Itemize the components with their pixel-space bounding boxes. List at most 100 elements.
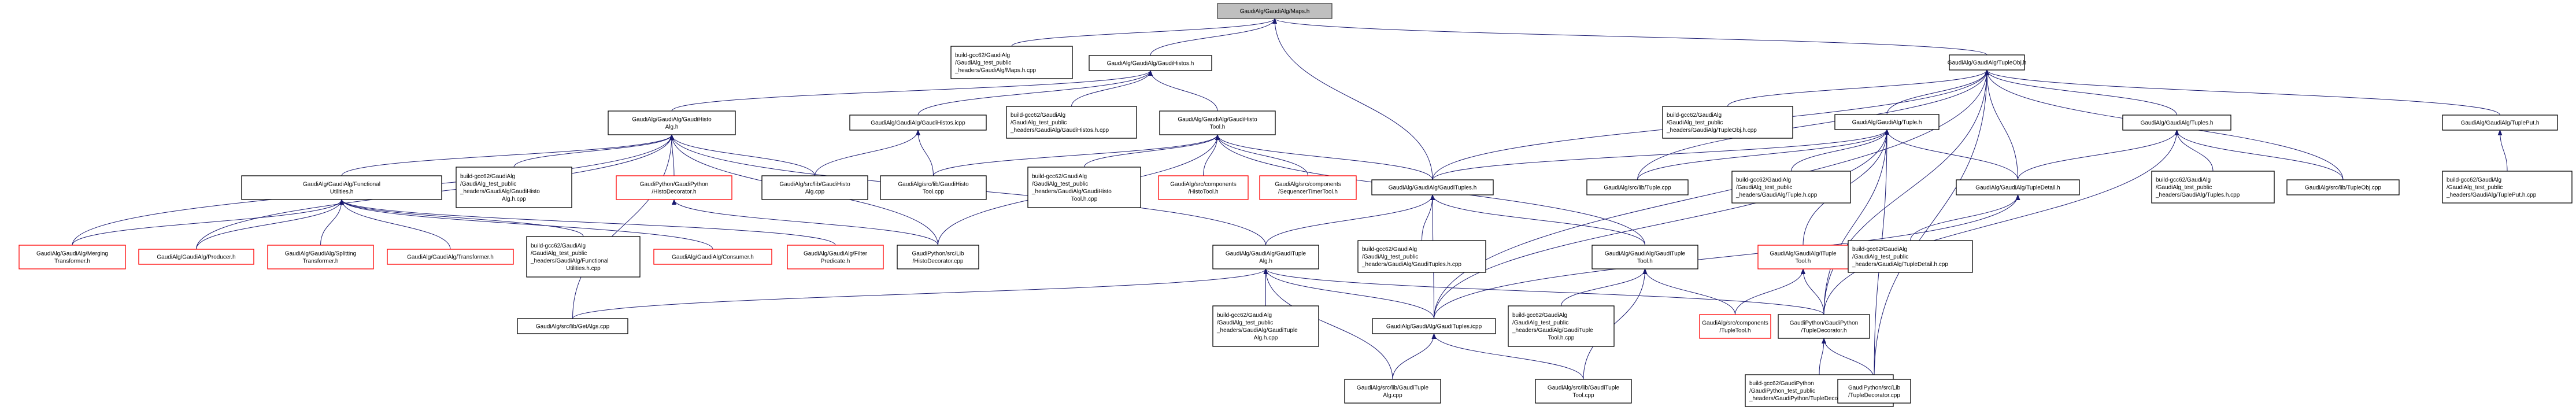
graph-node-gaudihistos-h[interactable]: GaudiAlg/GaudiAlg/GaudiHistos.h	[1089, 55, 1212, 71]
graph-node-tupledecorator-cpp[interactable]: GaudiPython/src/Lib/TupleDecorator.cpp	[1837, 379, 1911, 404]
node-label: GaudiAlg/GaudiAlg/GaudiHistos.h	[1107, 61, 1194, 67]
graph-node-consumer-h[interactable]: GaudiAlg/GaudiAlg/Consumer.h	[653, 249, 772, 265]
graph-node-tupleobj-h[interactable]: GaudiAlg/GaudiAlg/TupleObj.h	[1948, 54, 2026, 71]
dependency-edge	[1801, 268, 1824, 315]
node-box	[2442, 114, 2558, 131]
node-box	[1027, 167, 1141, 208]
dependency-edge	[1392, 333, 1437, 380]
graph-node-gaudituplealg-h-cpp[interactable]: build-gcc62/GaudiAlg/GaudiAlg_test_publi…	[1212, 305, 1319, 347]
dependency-edge	[672, 199, 938, 246]
node-label: Utilities.h.cpp	[566, 265, 601, 272]
node-label: /GaudiAlg_test_public	[1011, 120, 1067, 126]
graph-node-gaudihistoalg-h-cpp[interactable]: build-gcc62/GaudiAlg/GaudiAlg_test_publi…	[456, 167, 572, 208]
edge-arrow-splittingtransformer_h-to-functionalutilities_h	[320, 199, 344, 246]
node-label: /GaudiAlg_test_public	[2447, 184, 2503, 191]
graph-node-tuple-cpp[interactable]: GaudiAlg/src/lib/Tuple.cpp	[1586, 179, 1689, 195]
node-label: GaudiAlg/GaudiAlg/Producer.h	[157, 254, 235, 261]
node-label: _headers/GaudiAlg/Maps.h.cpp	[954, 68, 1037, 74]
edge-arrow-histotool_h-to-gaudihistotool_h	[1203, 134, 1220, 176]
graph-node-gauditupletool-h-cpp[interactable]: build-gcc62/GaudiAlg/GaudiAlg_test_publi…	[1508, 305, 1615, 347]
graph-node-tupledecorator-h[interactable]: GaudiPython/GaudiPython/TupleDecorator.h	[1778, 314, 1870, 339]
node-label: _headers/GaudiAlg/TupleObj.h.cpp	[1666, 127, 1757, 134]
graph-node-tuples-h[interactable]: GaudiAlg/GaudiAlg/Tuples.h	[2122, 114, 2231, 131]
graph-node-gaudihistotool-h-cpp[interactable]: build-gcc62/GaudiAlg/GaudiAlg_test_publi…	[1027, 167, 1141, 208]
graph-node-gaudituples-h-cpp[interactable]: build-gcc62/GaudiAlg/GaudiAlg_test_publi…	[1357, 240, 1486, 273]
edge-arrow-tupleobj_cpp-to-tuples_h	[2174, 130, 2344, 180]
dependency-edge	[1265, 194, 1435, 246]
graph-node-maps-h-cpp[interactable]: build-gcc62/GaudiAlg/GaudiAlg_test_publi…	[950, 46, 1073, 79]
dependency-edge	[1910, 194, 2020, 241]
node-label: GaudiPython/src/Lib	[912, 251, 964, 257]
edge-arrow-gauditupletool_cpp-to-gaudituples_icpp	[1431, 333, 1584, 380]
node-label: build-gcc62/GaudiAlg	[2156, 177, 2211, 183]
graph-node-gaudihistos-icpp[interactable]: GaudiAlg/GaudiAlg/GaudiHistos.icpp	[849, 114, 987, 131]
node-box	[787, 245, 884, 269]
edge-arrow-transformer_h-to-functionalutilities_h	[339, 199, 451, 250]
edge-arrow-tupledecorator_h-to-ituple_tool_h	[1801, 268, 1824, 315]
node-label: build-gcc62/GaudiAlg	[955, 53, 1010, 59]
node-layer: GaudiAlg/GaudiAlg/Maps.hbuild-gcc62/Gaud…	[18, 3, 2573, 407]
dependency-edge	[72, 199, 344, 246]
dependency-edge	[671, 70, 1153, 112]
graph-node-tupledetail-h[interactable]: GaudiAlg/GaudiAlg/TupleDetail.h	[1956, 179, 2080, 195]
graph-node-tupleobj-cpp[interactable]: GaudiAlg/src/lib/TupleObj.cpp	[2286, 179, 2400, 195]
graph-node-getalgs-cpp[interactable]: GaudiAlg/src/lib/GetAlgs.cpp	[517, 318, 628, 334]
graph-node-sequencertimertool-h[interactable]: GaudiAlg/src/components/SequencerTimerTo…	[1259, 175, 1357, 200]
dependency-edge	[1071, 70, 1153, 107]
edge-arrow-filterpredicate_h-to-functionalutilities_h	[339, 199, 836, 246]
graph-node-gaudituples-icpp[interactable]: GaudiAlg/GaudiAlg/GaudiTuples.icpp	[1372, 318, 1496, 334]
graph-node-tupleput-h-cpp[interactable]: build-gcc62/GaudiAlg/GaudiAlg_test_publi…	[2442, 171, 2573, 204]
dependency-edge	[815, 130, 920, 176]
node-label: /GaudiAlg_test_public	[1736, 184, 1792, 191]
graph-node-histodecorator-cpp[interactable]: GaudiPython/src/Lib/HistoDecorator.cpp	[897, 245, 979, 269]
graph-node-gaudihistos-h-cpp[interactable]: build-gcc62/GaudiAlg/GaudiAlg_test_publi…	[1006, 106, 1137, 139]
dependency-edge	[1263, 268, 1393, 380]
node-box	[761, 175, 868, 200]
graph-node-producer-h[interactable]: GaudiAlg/GaudiAlg/Producer.h	[138, 249, 254, 265]
node-label: /GaudiAlg_test_public	[1217, 320, 1273, 326]
node-box	[849, 114, 987, 131]
node-label: Alg.h.cpp	[1254, 335, 1278, 341]
graph-node-functionalutilities-h-cpp[interactable]: build-gcc62/GaudiAlg/GaudiAlg_test_publi…	[526, 236, 641, 278]
graph-node-histodecorator-h[interactable]: GaudiPython/GaudiPython/HistoDecorator.h	[616, 175, 732, 200]
graph-node-transformer-h[interactable]: GaudiAlg/GaudiAlg/Transformer.h	[387, 249, 514, 265]
graph-node-histotool-h[interactable]: GaudiAlg/src/components/HistoTool.h	[1158, 175, 1249, 200]
graph-node-tuple-h[interactable]: GaudiAlg/GaudiAlg/Tuple.h	[1834, 114, 1940, 130]
graph-node-tupleput-h[interactable]: GaudiAlg/GaudiAlg/TuplePut.h	[2442, 114, 2558, 131]
node-box	[653, 249, 772, 265]
edge-arrow-gaudituplealg_cpp-to-gaudituplealg_h	[1263, 268, 1393, 380]
graph-node-tupletool-h[interactable]: GaudiAlg/src/components/TupleTool.h	[1699, 314, 1771, 339]
node-label: GaudiAlg/GaudiAlg/Functional	[303, 182, 380, 188]
dependency-edge	[1434, 129, 1889, 319]
graph-node-tuples-h-cpp[interactable]: build-gcc62/GaudiAlg/GaudiAlg_test_publi…	[2151, 171, 2275, 204]
node-label: Tool.cpp	[923, 189, 945, 195]
node-box	[880, 175, 987, 200]
node-label: build-gcc62/GaudiAlg	[1852, 246, 1907, 253]
edge-arrow-gaudituplealg_cpp-to-gaudituples_icpp	[1392, 333, 1437, 380]
node-box	[1212, 245, 1319, 269]
edge-arrow-gauditupletool_h_cpp-to-gauditupletool_h	[1561, 268, 1648, 306]
node-label: /GaudiAlg_test_public	[1362, 254, 1418, 260]
graph-node-tupleobj-h-cpp[interactable]: build-gcc62/GaudiAlg/GaudiAlg_test_publi…	[1662, 106, 1793, 139]
graph-node-tuple-h-cpp[interactable]: build-gcc62/GaudiAlg/GaudiAlg_test_publi…	[1731, 171, 1851, 204]
edge-arrow-gaudihistos_h_cpp-to-gaudihistos_h	[1071, 70, 1153, 107]
node-label: GaudiAlg/GaudiAlg/GaudiHistos.icpp	[871, 120, 965, 127]
dependency-edge	[1148, 70, 1218, 112]
graph-node-tupledetail-h-cpp[interactable]: build-gcc62/GaudiAlg/GaudiAlg_test_publi…	[1848, 240, 1973, 273]
node-label: Transformer.h	[54, 258, 90, 265]
graph-node-gaudituples-h[interactable]: GaudiAlg/GaudiAlg/GaudiTuples.h	[1371, 179, 1494, 195]
